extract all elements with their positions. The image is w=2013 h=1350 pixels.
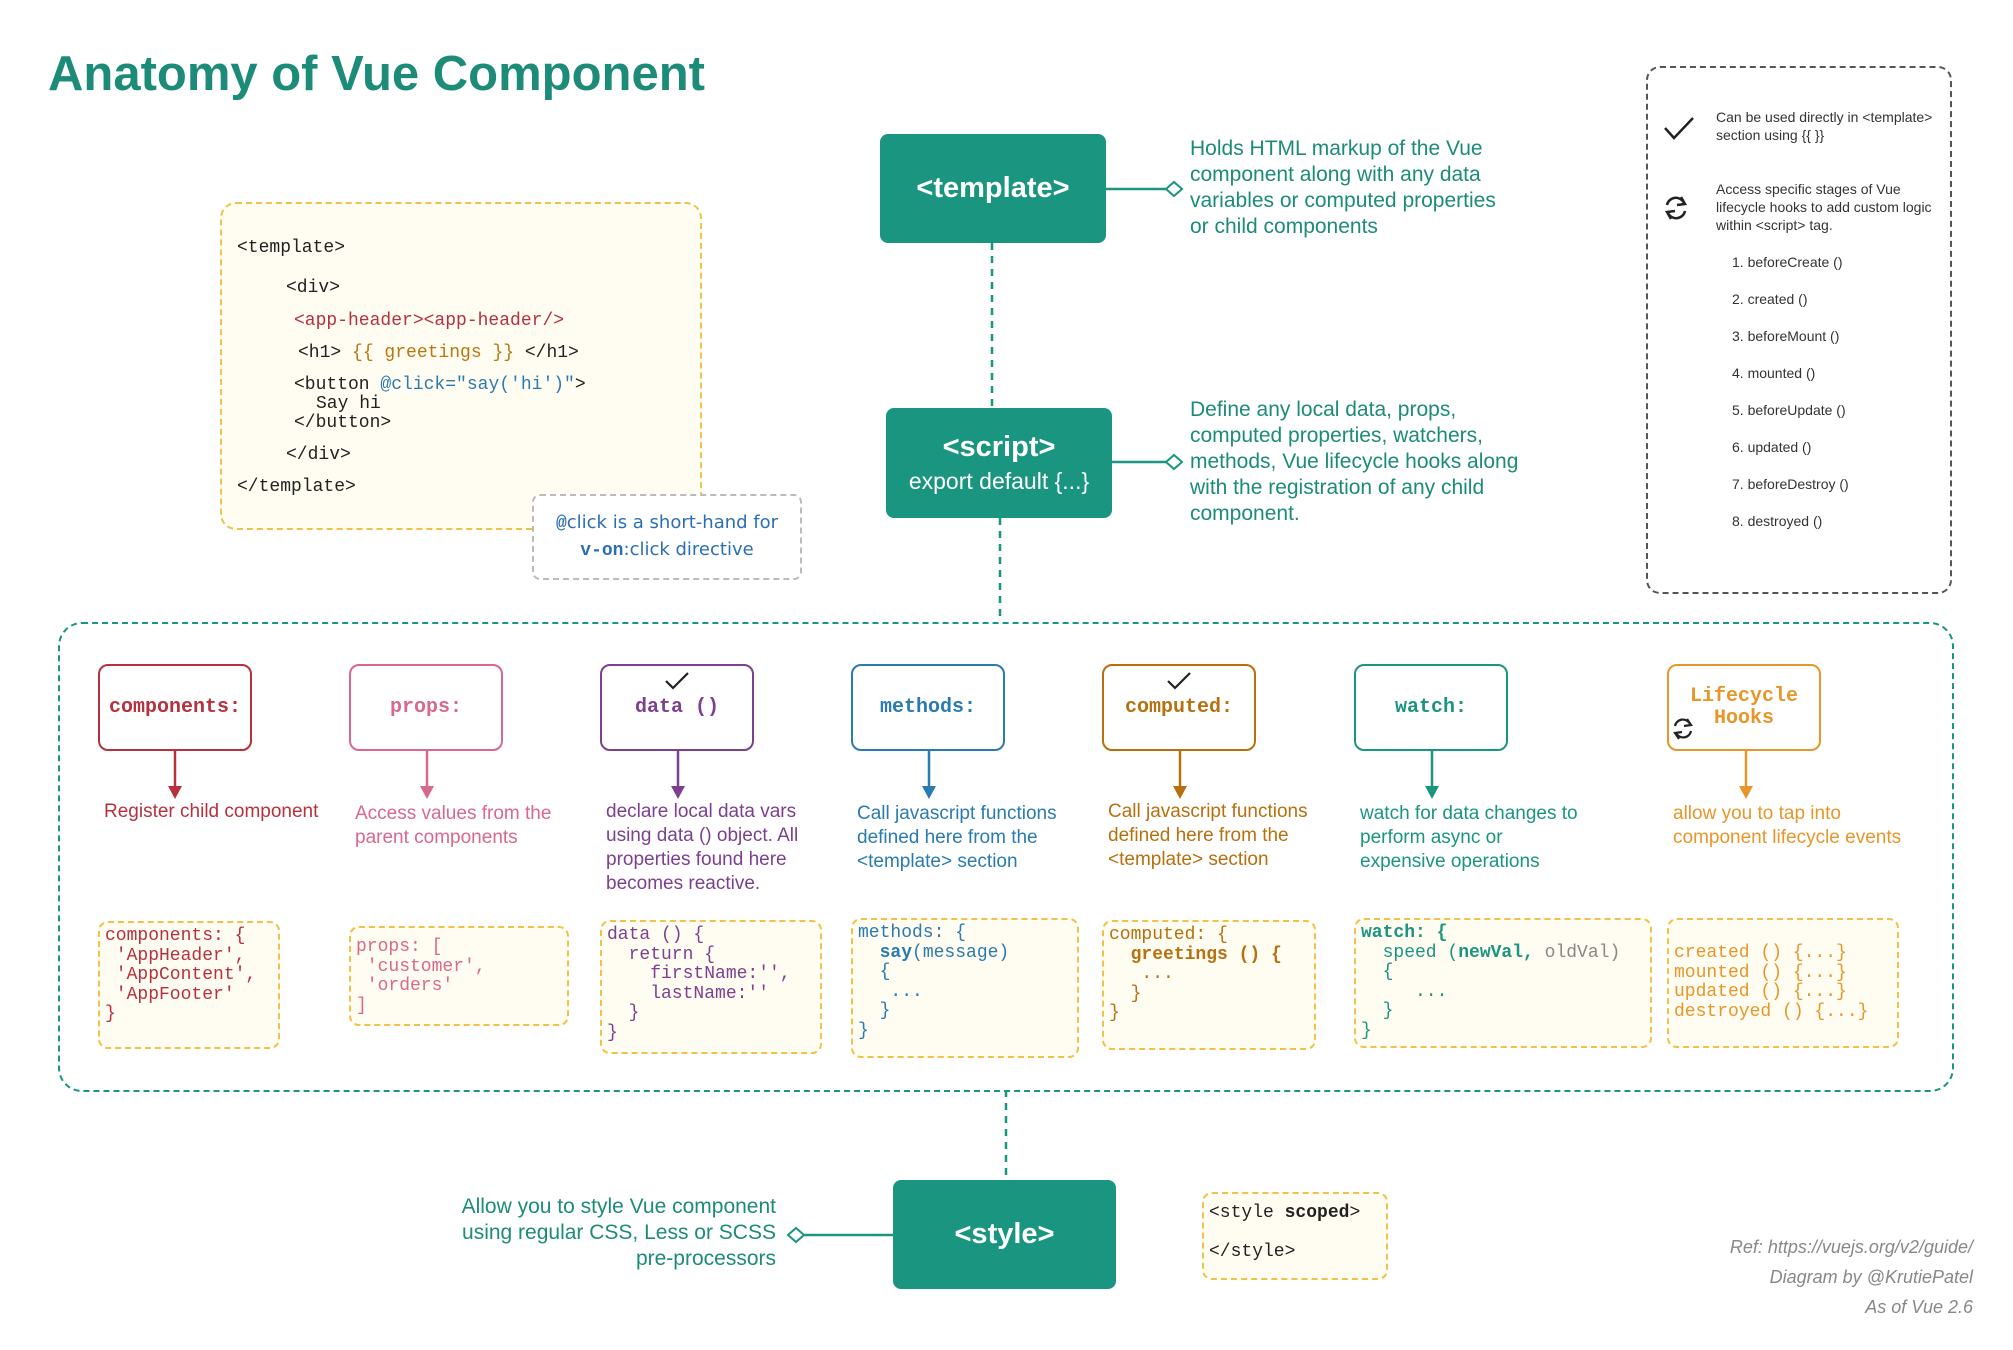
components-description: Register child component: [104, 801, 319, 822]
page-title: Anatomy of Vue Component: [48, 47, 705, 101]
hook-item: 1. beforeCreate (): [1732, 254, 1843, 270]
script-block: <script> export default {...}: [886, 408, 1112, 518]
methods-option: methods:: [851, 664, 1005, 751]
code-h1: <h1> {{ greetings }} </h1>: [298, 343, 579, 363]
hook-item: 3. beforeMount (): [1732, 328, 1840, 344]
data-description: declare local data vars using data () ob…: [606, 801, 799, 894]
code-button-text: Say hi: [316, 394, 381, 414]
template-code-box: [220, 202, 702, 530]
props-description: Access values from the parent components: [355, 803, 552, 848]
computed-description: Call javascript functions defined here f…: [1108, 801, 1308, 870]
components-code: components: { 'AppHeader', 'AppContent',…: [98, 921, 280, 1049]
check-icon: [665, 672, 689, 690]
data-option: data (): [600, 664, 754, 751]
code-button-open: <button @click="say('hi')">: [294, 375, 586, 395]
lifecycle-hooks-option: Lifecycle Hooks: [1667, 664, 1821, 751]
style-description: Allow you to style Vue component using r…: [461, 1195, 776, 1270]
option-arrows: [168, 749, 1753, 799]
computed-option: computed:: [1102, 664, 1256, 751]
props-code: props: [ 'customer', 'orders' ]: [349, 926, 569, 1026]
click-shorthand-note: @click is a short-hand for v-on:click di…: [532, 494, 802, 580]
code-template-open: <template>: [237, 238, 346, 258]
lifecycle-description: allow you to tap into component lifecycl…: [1673, 803, 1902, 848]
style-block: <style>: [893, 1180, 1116, 1289]
methods-code: methods: { say(message) { ... } }: [851, 918, 1079, 1058]
version-note: As of Vue 2.6: [1865, 1297, 1973, 1317]
footer-credits: Ref: https://vuejs.org/v2/guide/ Diagram…: [1730, 1232, 1973, 1322]
author-credit: Diagram by @KrutiePatel: [1769, 1267, 1973, 1287]
data-code: data () { return { firstName:'', lastNam…: [600, 920, 822, 1054]
code-div-close: </div>: [286, 445, 351, 465]
lifecycle-code: created () {...} mounted () {...} update…: [1667, 918, 1899, 1048]
watch-option: watch:: [1354, 664, 1508, 751]
refresh-icon: [1673, 718, 1693, 740]
props-option: props:: [349, 664, 503, 751]
watch-description: watch for data changes to perform async …: [1360, 803, 1578, 872]
hook-item: 5. beforeUpdate (): [1732, 402, 1846, 418]
code-template-close: </template>: [237, 477, 356, 497]
watch-code: watch: { speed (newVal, oldVal) { ... } …: [1354, 918, 1652, 1048]
legend-panel: [1646, 66, 1952, 594]
computed-code: computed: { greetings () { ... } }: [1102, 920, 1316, 1050]
hook-item: 4. mounted (): [1732, 365, 1816, 381]
legend-check-text: Can be used directly in <template> secti…: [1716, 109, 1933, 143]
components-option: components:: [98, 664, 252, 751]
check-icon: [1664, 117, 1694, 140]
ref-link[interactable]: Ref: https://vuejs.org/v2/guide/: [1729, 1237, 1973, 1257]
hook-item: 7. beforeDestroy (): [1732, 476, 1849, 492]
hook-item: 6. updated (): [1732, 439, 1812, 455]
code-button-close: </button>: [294, 413, 392, 433]
code-div-open: <div>: [286, 278, 341, 298]
legend-refresh-text: Access specific stages of Vue lifecycle …: [1716, 181, 1932, 233]
hook-item: 8. destroyed (): [1732, 513, 1823, 529]
template-block: <template>: [880, 134, 1106, 243]
check-icon: [1167, 672, 1191, 690]
style-code: <style scoped> </style>: [1202, 1192, 1388, 1280]
script-options-section: [58, 622, 1954, 1092]
refresh-icon: [1664, 196, 1688, 220]
methods-description: Call javascript functions defined here f…: [857, 803, 1057, 872]
hook-item: 2. created (): [1732, 291, 1808, 307]
script-description: Define any local data, props, computed p…: [1190, 398, 1519, 525]
code-app-header: <app-header><app-header/>: [294, 311, 565, 331]
template-description: Holds HTML markup of the Vue component a…: [1190, 137, 1496, 238]
